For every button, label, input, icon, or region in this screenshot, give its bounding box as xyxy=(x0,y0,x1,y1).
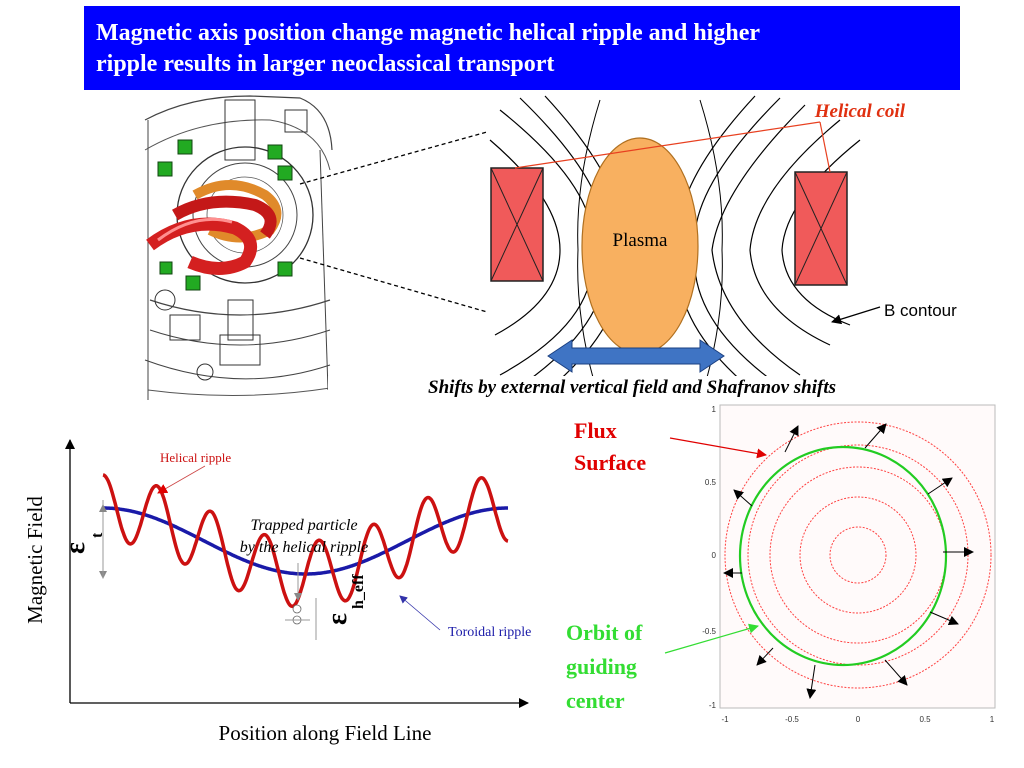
flux-plot-frame xyxy=(719,404,996,709)
svg-text:ε: ε xyxy=(60,542,91,554)
guiding-center-orbit xyxy=(738,445,948,667)
flux-surface-plot xyxy=(664,404,996,709)
trapped-label-line1: Trapped particle xyxy=(250,517,357,534)
y-tick: 1 xyxy=(712,405,717,414)
shift-double-arrow xyxy=(547,339,725,373)
toroidal-ripple-label: Toroidal ripple xyxy=(448,625,531,640)
b-contour-label: B contour xyxy=(884,301,957,320)
orbit-label-line2: guiding xyxy=(566,654,637,679)
title-banner: Magnetic axis position change magnetic h… xyxy=(84,6,960,90)
helical-ripple-curve xyxy=(102,473,509,609)
flux-label-line2: Surface xyxy=(574,450,646,475)
flux-surface-circle xyxy=(724,421,992,689)
y-tick: -0.5 xyxy=(702,627,716,636)
helical-coil-label: Helical coil xyxy=(814,101,906,122)
svg-text:h_eff: h_eff xyxy=(350,574,367,609)
x-tick: 0 xyxy=(856,715,861,724)
flux-surface-circle xyxy=(829,526,887,584)
zoom-connector-top xyxy=(299,131,488,185)
orbit-label-line1: Orbit of xyxy=(566,620,643,645)
x-tick: 1 xyxy=(990,715,995,724)
slide-title: Magnetic axis position change magnetic h… xyxy=(96,20,760,77)
svg-text:t: t xyxy=(89,532,106,538)
ripple-plot xyxy=(65,439,529,708)
flux-label-line1: Flux xyxy=(574,418,617,443)
zoom-connector-bottom xyxy=(299,257,488,313)
y-tick: -1 xyxy=(709,701,717,710)
x-tick: 0.5 xyxy=(919,715,931,724)
x-axis-label: Position along Field Line xyxy=(219,721,432,745)
helical-ripple-label: Helical ripple xyxy=(160,450,231,465)
plasma-cross-section xyxy=(328,95,928,400)
flux-surface-circle xyxy=(799,496,917,614)
eps-t-symbol: ε t xyxy=(60,532,106,554)
eps-h-eff-symbol: ε h_eff xyxy=(322,574,367,625)
y-axis-label: Magnetic Field xyxy=(23,496,47,624)
y-tick: 0 xyxy=(712,551,717,560)
y-tick: 0.5 xyxy=(705,478,717,487)
x-tick: -1 xyxy=(721,715,729,724)
trapped-label-line2: by the helical ripple xyxy=(240,539,368,556)
svg-text:ε: ε xyxy=(322,613,353,625)
x-tick: -0.5 xyxy=(785,715,799,724)
orbit-label-line3: center xyxy=(566,688,625,713)
device-illustration xyxy=(142,92,333,402)
shift-caption: Shifts by external vertical field and Sh… xyxy=(428,377,836,398)
plasma-label: Plasma xyxy=(613,230,668,251)
